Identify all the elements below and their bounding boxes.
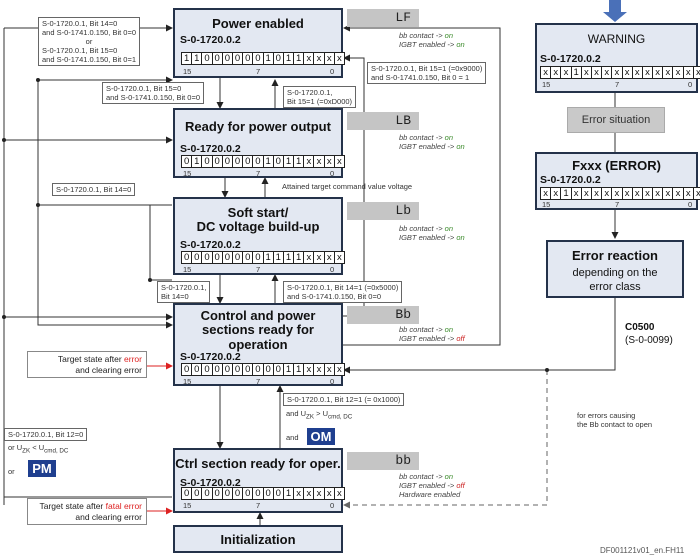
condition-sc-left: S-0-1720.0.1, Bit 14=0: [157, 281, 211, 303]
condition-bit12-zero: S-0-1720.0.1, Bit 12=0: [4, 428, 88, 441]
bit-label-mid: 7: [256, 265, 261, 274]
state-title: Power enabled: [212, 16, 304, 31]
condition-bit12-one: S-0-1720.0.1, Bit 12=1 (= 0x1000): [283, 393, 405, 406]
error-title: Fxxx (ERROR): [572, 158, 661, 173]
bit-label-mid: 7: [256, 67, 261, 76]
state-code-lf: LF: [347, 9, 419, 27]
bit-label-high: 15: [542, 200, 551, 209]
om-badge: OM: [307, 428, 335, 445]
c0500-sub: (S-0-0099): [625, 335, 673, 346]
state-code-lb: LB: [347, 112, 419, 130]
state-note-bb-upper: bb contact -> on IGBT enabled -> off: [399, 325, 465, 343]
error-reaction-title: Error reaction: [572, 248, 658, 263]
bit-label-mid: 7: [256, 501, 261, 510]
bit-cell: x: [692, 187, 700, 200]
bit-label-low: 0: [330, 67, 335, 76]
bit-cell: x: [333, 487, 345, 500]
bit-cell: x: [333, 251, 345, 264]
register-label: S-0-1720.0.2: [180, 239, 241, 251]
bit-label-high: 15: [183, 501, 192, 510]
and-label: and: [286, 433, 299, 442]
condition-attained: Attained target command value voltage: [282, 182, 413, 191]
state-title: Initialization: [220, 532, 296, 547]
state-title-line1: Control and power: [200, 308, 316, 323]
error-reaction-line1: depending on the: [572, 267, 658, 279]
error-reaction-box[interactable]: Error reaction depending on the error cl…: [546, 240, 684, 298]
state-note-lf: bb contact -> on IGBT enabled -> on: [399, 31, 465, 49]
register-label: S-0-1720.0.2: [180, 143, 241, 155]
condition-pe-to-rp: S-0-1720.0.1, Bit 15=1 (=0xD000): [283, 86, 357, 108]
bit-label-low: 0: [688, 80, 693, 89]
bit-label-high: 15: [183, 265, 192, 274]
error-situation: Error situation: [567, 107, 665, 133]
state-note-lb-small: bb contact -> on IGBT enabled -> on: [399, 224, 465, 242]
bit-label-high: 15: [542, 80, 551, 89]
bit-label-low: 0: [330, 501, 335, 510]
state-code-bb-lower: bb: [347, 452, 419, 470]
bit-cell: x: [692, 66, 700, 79]
bb-note-line2: the Bb contact to open: [577, 420, 653, 429]
bit-label-mid: 7: [615, 200, 620, 209]
register-label: S-0-1720.0.2: [180, 477, 241, 489]
warning-title: WARNING: [587, 32, 646, 46]
condition-top-left: S-0-1720.0.1, Bit 14=0 and S-0-1741.0.15…: [38, 17, 141, 66]
bit-label-mid: 7: [256, 169, 261, 178]
condition-cp-to-pe: S-0-1720.0.1, Bit 15=1 (=0x9000) and S-0…: [367, 62, 487, 84]
bit-cell: x: [333, 363, 345, 376]
bit-label-mid: 7: [615, 80, 620, 89]
condition-sc-right: S-0-1720.0.1, Bit 14=1 (=0x5000) and S-0…: [283, 281, 403, 303]
state-title-line1: Soft start/: [227, 205, 289, 220]
state-code-bb-upper: Bb: [347, 306, 419, 324]
bit-label-low: 0: [330, 377, 335, 386]
state-title: Ctrl section ready for oper.: [175, 456, 341, 471]
state-title: Ready for power output: [185, 119, 331, 134]
condition-bit14-zero: S-0-1720.0.1, Bit 14=0: [52, 183, 136, 196]
register-label: S-0-1720.0.2: [180, 351, 241, 363]
bit-label-mid: 7: [256, 377, 261, 386]
target-after-fatal-error: Target state after fatal error and clear…: [27, 498, 147, 525]
register-label: S-0-1720.0.2: [540, 174, 601, 186]
bit-label-low: 0: [330, 169, 335, 178]
c0500-label: C0500: [625, 322, 655, 333]
bit-label-low: 0: [330, 265, 335, 274]
target-after-error: Target state after error and clearing er…: [27, 351, 147, 378]
condition-bit15-zero: S-0-1720.0.1, Bit 15=0 and S-0-1741.0.15…: [102, 82, 205, 104]
condition-uzk-greater: and UZK > Ucmd, DC: [286, 409, 353, 421]
register-label: S-0-1720.0.2: [540, 53, 601, 65]
error-reaction-line2: error class: [589, 281, 641, 293]
pm-badge: PM: [28, 460, 56, 477]
state-title-line2: DC voltage build-up: [196, 219, 320, 234]
bb-note-line1: for errors causing: [577, 411, 636, 420]
condition-uzk-less: or UZK < Ucmd, DC: [8, 443, 69, 455]
bit-cell: x: [333, 52, 345, 65]
state-soft-start[interactable]: Soft start/ DC voltage build-up S-0-1720…: [173, 197, 345, 275]
footer-id: DF001121v01_en.FH11: [600, 546, 685, 555]
bit-label-high: 15: [183, 377, 192, 386]
state-control-power-ready[interactable]: Control and power sections ready for ope…: [173, 303, 345, 386]
state-note-lb: bb contact -> on IGBT enabled -> on: [399, 133, 465, 151]
state-initialization[interactable]: Initialization: [173, 525, 343, 553]
bit-label-high: 15: [183, 169, 192, 178]
register-label: S-0-1720.0.2: [180, 34, 241, 46]
bit-label-high: 15: [183, 67, 192, 76]
bit-label-low: 0: [688, 200, 693, 209]
bit-cell: x: [333, 155, 345, 168]
state-code-lb-small: Lb: [347, 202, 419, 220]
or-label: or: [8, 467, 15, 476]
state-ctrl-section-ready[interactable]: Ctrl section ready for oper. S-0-1720.0.…: [173, 448, 345, 513]
state-note-bb-lower: bb contact -> on IGBT enabled -> off Har…: [399, 472, 465, 499]
state-title-line2: sections ready for operation: [202, 322, 314, 352]
